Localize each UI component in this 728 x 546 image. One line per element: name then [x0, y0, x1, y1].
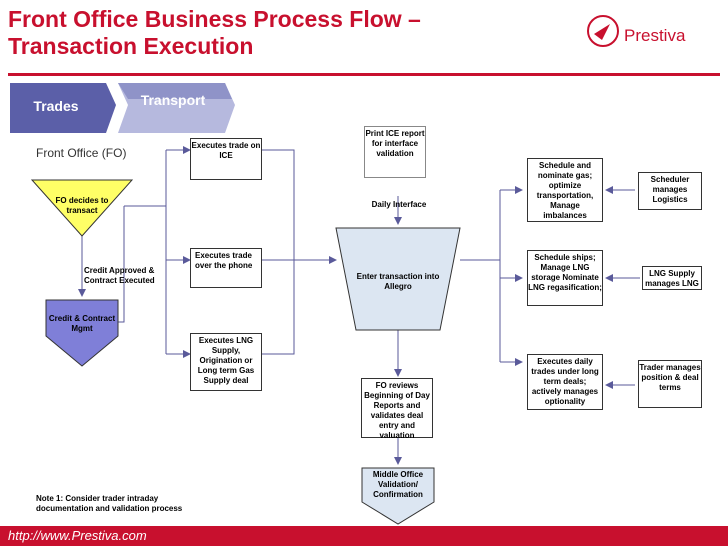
tab-trades[interactable]: Trades	[33, 98, 79, 114]
middle-office-node	[361, 467, 435, 525]
print-ice-box: Print ICE report for interface validatio…	[364, 126, 426, 178]
allegro-hub	[335, 227, 461, 331]
exec-ice-box: Executes trade on ICE	[190, 138, 262, 180]
exec-lng-box: Executes LNG Supply, Origination or Long…	[190, 333, 262, 391]
tab-shapes	[10, 83, 235, 133]
fo-decides-label: FO decides to transact	[55, 196, 109, 215]
credit-approved-label: Credit Approved & Contract Executed	[84, 266, 155, 285]
credit-mgmt-node	[45, 299, 119, 367]
header-divider	[8, 73, 720, 76]
enter-allegro-label: Enter transaction into Allegro	[356, 272, 440, 291]
credit-mgmt-label: Credit & Contract Mgmt	[48, 314, 116, 333]
execute-daily-box: Executes daily trades under long term de…	[527, 354, 603, 410]
prestiva-logo-icon	[587, 15, 619, 47]
schedule-ships-box: Schedule ships; Manage LNG storage Nomin…	[527, 250, 603, 306]
middle-office-label: Middle Office Validation/ Confirmation	[372, 470, 424, 499]
lane-label: Front Office (FO)	[36, 146, 127, 160]
trader-box: Trader manages position & deal terms	[638, 360, 702, 408]
schedule-gas-box: Schedule and nominate gas; optimize tran…	[527, 158, 603, 222]
footer-bar	[0, 526, 728, 546]
fo-decides-diamond	[30, 179, 134, 237]
note-text: Note 1: Consider trader intraday documen…	[36, 494, 183, 513]
logo-text: Prestiva	[624, 26, 686, 45]
exec-phone-box: Executes trade over the phone	[190, 248, 262, 288]
lng-supply-box: LNG Supply manages LNG	[642, 266, 702, 290]
page-title: Front Office Business Process Flow – Tra…	[8, 6, 421, 59]
daily-interface-label: Daily Interface	[371, 200, 427, 209]
scheduler-box: Scheduler manages Logistics	[638, 172, 702, 210]
footer-url[interactable]: http://www.Prestiva.com	[8, 528, 147, 543]
tab-transport[interactable]: Transport	[140, 92, 206, 108]
fo-reviews-box: FO reviews Beginning of Day Reports and …	[361, 378, 433, 440]
